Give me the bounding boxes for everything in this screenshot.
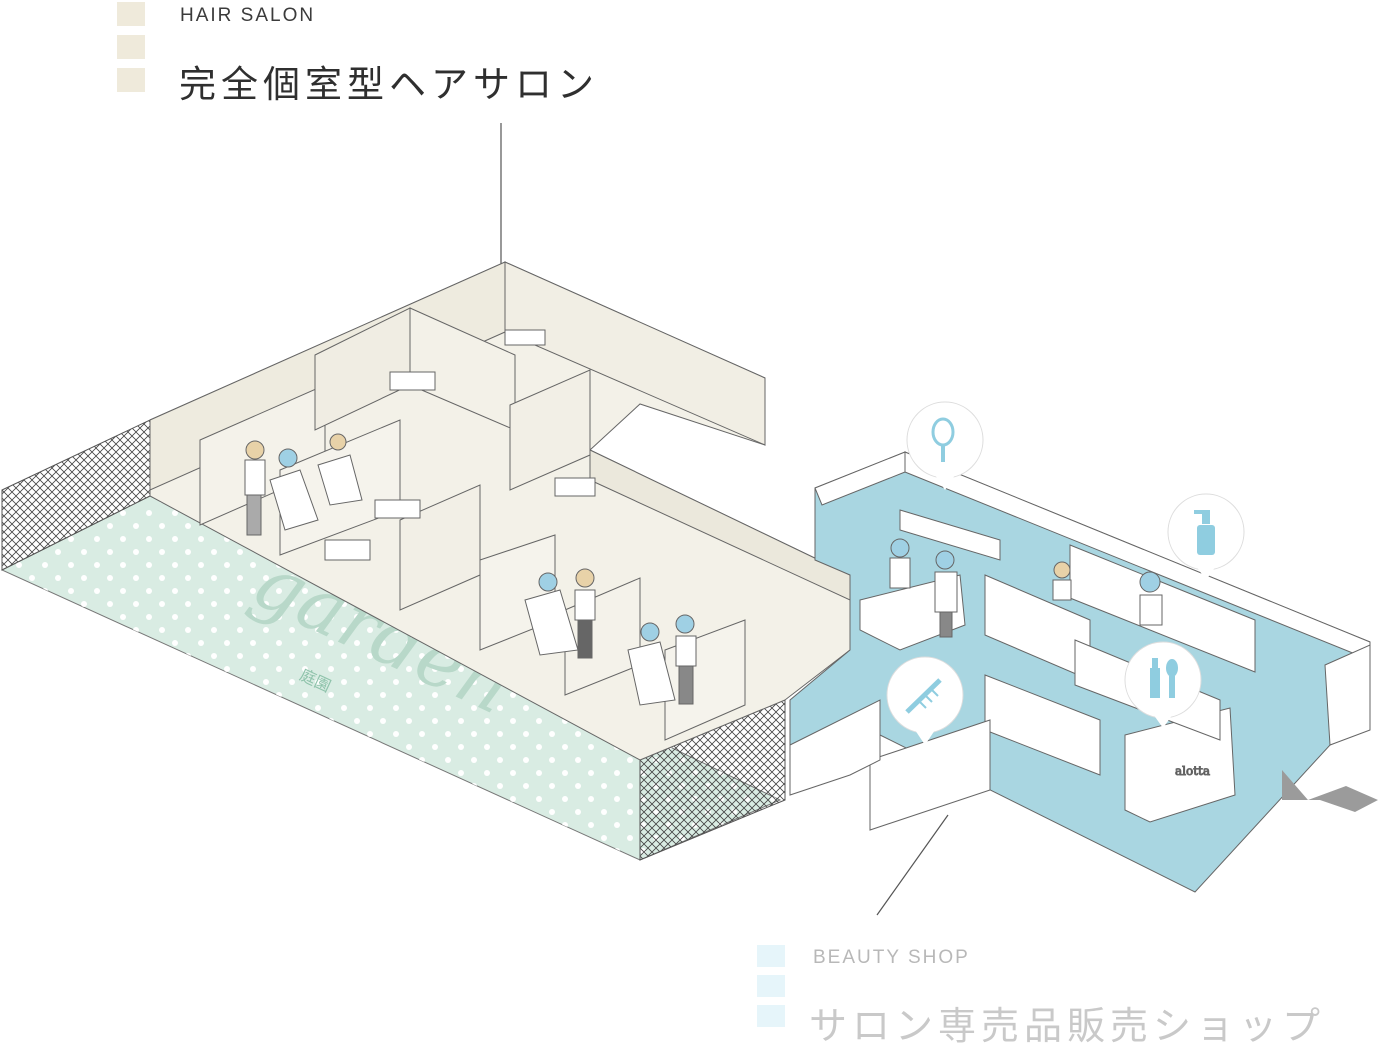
hair-salon-title-jp: 完全個室型ヘアサロン	[179, 63, 599, 106]
lipstick-brush-icon	[1124, 641, 1202, 728]
beauty-shop-leader-line	[876, 814, 949, 916]
beauty-shop-marker	[757, 945, 785, 1035]
hair-salon-title-en: HAIR SALON	[180, 5, 316, 26]
beauty-shop-area: alotta	[789, 451, 1371, 893]
counter-sign-text: alotta	[1175, 764, 1210, 778]
salon-people	[244, 433, 697, 706]
beauty-shop-title-en: BEAUTY SHOP	[813, 947, 970, 968]
shop-people	[889, 538, 1163, 638]
comb-icon	[886, 656, 964, 745]
pump-bottle-icon	[1167, 493, 1245, 580]
hair-salon-label: HAIR SALON 完全個室型ヘアサロン	[117, 2, 717, 106]
hair-salon-area	[149, 261, 851, 761]
hair-salon-marker	[117, 2, 145, 101]
hand-mirror-icon	[906, 401, 984, 490]
entrance-arrow-icon	[1282, 770, 1378, 812]
